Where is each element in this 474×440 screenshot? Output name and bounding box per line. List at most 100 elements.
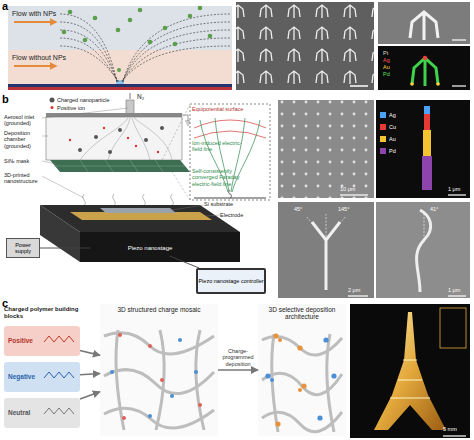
charge-band: Neutral	[4, 398, 80, 428]
panel-letter: Charged polymer building blocks	[4, 306, 84, 320]
annotation-label: 10 μm	[340, 186, 370, 192]
deposition-schematic	[103, 127, 105, 129]
annotation-label: Aerosol inlet (grounded)	[4, 114, 44, 127]
polymer-chain	[44, 408, 74, 414]
deposition-schematic	[46, 117, 182, 160]
node-text: Neutral	[8, 409, 30, 416]
deposition-schematic	[54, 166, 185, 167]
charge-mosaic-lattice	[148, 414, 152, 418]
sem-images	[306, 214, 346, 240]
legend-swatch	[380, 136, 386, 142]
charge-mosaic-lattice	[122, 416, 126, 420]
eiffel-photo	[403, 360, 417, 361]
annotation-label: Equipotential surface	[192, 106, 268, 112]
deposition-schematic	[108, 118, 130, 160]
field-inset	[194, 131, 266, 138]
eiffel-photo	[374, 312, 446, 430]
eiffel-photo	[440, 308, 466, 348]
eiffel-photo	[443, 435, 466, 436]
sem-images	[278, 202, 374, 298]
annotation-label: Charged nanoparticle	[57, 97, 125, 103]
sem-array	[236, 2, 374, 90]
polymer-chain	[44, 336, 74, 414]
power-supply-box: Power supply	[6, 238, 40, 258]
sem-images	[376, 100, 470, 198]
streamline	[60, 46, 119, 82]
deposition-lattice	[265, 337, 336, 420]
charge-mosaic-lattice	[118, 333, 202, 420]
charge-mosaic-lattice	[110, 338, 198, 418]
sem-single	[452, 85, 466, 86]
sem-single	[378, 46, 470, 90]
deposition-schematic	[80, 118, 172, 160]
wire-connector	[40, 248, 90, 249]
annotation-label: Au	[383, 64, 397, 70]
sem-images	[424, 106, 430, 114]
deposition-schematic	[144, 138, 148, 142]
nanoparticle	[138, 8, 143, 13]
deposition-schematic	[42, 136, 48, 137]
sem-images	[278, 100, 470, 298]
charge-mosaic-lattice	[104, 408, 214, 428]
deposition-schematic	[126, 100, 134, 114]
nanoparticle	[163, 26, 168, 31]
charge-mosaic-lattice	[116, 330, 124, 430]
deposition-schematic	[50, 98, 55, 103]
annotation-label: Self-consistently converged Faraday elec…	[192, 168, 252, 187]
annotation-label: 2 μm	[348, 287, 370, 293]
deposition-lattice	[323, 337, 328, 342]
deposition-schematic	[108, 150, 112, 154]
flow-schematic	[14, 21, 56, 23]
sem-images	[340, 194, 368, 195]
deposition-schematic	[78, 126, 164, 154]
deposition-schematic	[206, 215, 220, 216]
deposition-lattice	[262, 373, 342, 394]
nanoparticle	[68, 10, 73, 15]
stage-label-box: Piezo nanostage	[90, 240, 210, 256]
nanoparticle	[148, 40, 153, 45]
annotation-label: Flow with NPs	[12, 10, 82, 18]
sem-single	[378, 2, 470, 90]
flow-schematic	[8, 6, 232, 50]
edge-label: Charge-programmed deposition	[218, 348, 258, 367]
nanoparticle	[83, 38, 88, 43]
deposition-schematic	[132, 118, 150, 160]
annotation-label: 45°	[294, 206, 314, 212]
sem-single	[423, 56, 427, 60]
field-inset	[194, 198, 266, 199]
node-text: 3D structured charge mosaic	[103, 306, 215, 313]
sem-images	[348, 295, 368, 296]
mosaic-panel: 3D structured charge mosaic	[100, 304, 218, 436]
flow-arrow	[80, 392, 100, 399]
sem-single	[410, 12, 438, 40]
charge-band: Positive	[4, 326, 80, 356]
eiffel-photo	[350, 304, 470, 438]
sem-single	[410, 82, 414, 86]
charge-mosaic-lattice	[170, 394, 174, 398]
charge-mosaic-lattice	[104, 370, 214, 394]
deposition-lattice	[278, 338, 282, 342]
deposition-lattice	[327, 334, 334, 432]
legend-text: Au	[389, 137, 396, 143]
deposition-lattice	[273, 333, 306, 426]
polymer-chain	[44, 336, 74, 342]
sem-images	[424, 114, 430, 130]
sem-images	[448, 295, 466, 296]
deposition-schematic	[171, 194, 174, 206]
deposition-lattice	[331, 373, 336, 378]
streamline	[123, 22, 230, 82]
nanoparticle	[188, 14, 193, 19]
streamline	[60, 22, 117, 82]
legend-text: Ag	[389, 113, 396, 119]
deposition-schematic	[70, 212, 212, 220]
annotation-label: Si substrate	[204, 201, 244, 207]
charge-mosaic-lattice	[160, 378, 164, 382]
deposition-schematic	[50, 160, 190, 172]
charge-mosaic-lattice	[178, 338, 182, 342]
sem-images	[278, 100, 374, 198]
node-text: Power supply	[7, 242, 39, 255]
charge-mosaic-lattice	[104, 330, 214, 430]
node-text: Positive	[8, 337, 33, 344]
